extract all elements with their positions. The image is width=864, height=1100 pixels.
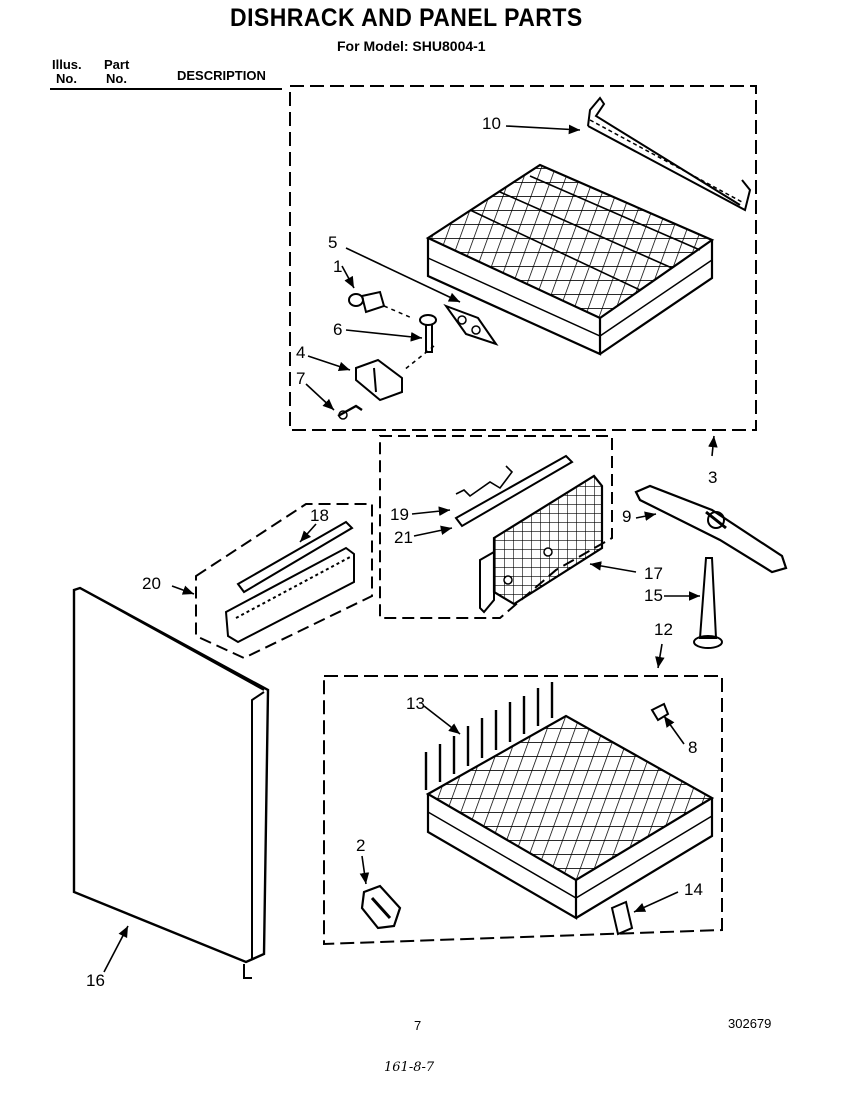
callout-9: 9	[622, 507, 632, 526]
lower-rack-basket	[424, 682, 715, 920]
callout-5: 5	[328, 233, 338, 252]
callout-15: 15	[644, 586, 663, 605]
header-rule	[50, 88, 282, 90]
description-header: DESCRIPTION	[177, 68, 266, 83]
model-subtitle: For Model: SHU8004-1	[337, 38, 486, 54]
rack-stop-part-8	[650, 702, 670, 722]
illus-header-line2: No.	[56, 71, 77, 86]
rack-clip-part-14	[610, 900, 634, 936]
callout-7: 7	[296, 369, 306, 388]
callout-19: 19	[390, 505, 409, 524]
callout-13: 13	[406, 694, 425, 713]
callout-2: 2	[356, 836, 366, 855]
illus-header-line1: Illus.	[52, 57, 82, 72]
callout-14: 14	[684, 880, 703, 899]
callout-20: 20	[142, 574, 161, 593]
access-panel-assembly-box	[195, 503, 373, 660]
callout-3: 3	[708, 468, 718, 487]
callout-8: 8	[688, 738, 698, 757]
door-panel-part-16	[72, 586, 270, 979]
rack-wheel-part-2	[360, 884, 402, 930]
page-number: 7	[414, 1018, 422, 1033]
callout-leaders	[103, 124, 718, 973]
upper-rack-assembly-box	[289, 85, 757, 431]
callout-4: 4	[296, 343, 306, 362]
spray-arm-part-9	[634, 484, 788, 574]
tine-row-part-10	[587, 96, 752, 212]
rack-adjuster-parts	[337, 290, 499, 420]
document-number: 302679	[728, 1016, 772, 1031]
part-header-line2: No.	[106, 71, 127, 86]
upper-rack-basket	[425, 163, 715, 356]
callout-18: 18	[310, 506, 329, 525]
callout-6: 6	[333, 320, 343, 339]
callout-12: 12	[654, 620, 673, 639]
panel-trim-part-18	[236, 520, 354, 594]
callout-16: 16	[86, 971, 105, 990]
callout-21: 21	[394, 528, 413, 547]
handwritten-note: 161-8-7	[384, 1060, 435, 1075]
page-title: DISHRACK AND PANEL PARTS	[230, 4, 583, 32]
panel-bracket-part-20	[224, 546, 355, 644]
callout-1: 1	[333, 257, 343, 276]
callout-10: 10	[482, 114, 501, 133]
panel-strip-part-19-21	[454, 454, 574, 528]
part-header-line1: Part	[104, 57, 130, 72]
grid-panel-part-17	[479, 474, 604, 614]
lower-rack-assembly-box	[323, 675, 723, 946]
callout-17: 17	[644, 564, 663, 583]
spray-tube-part-15	[693, 557, 723, 649]
